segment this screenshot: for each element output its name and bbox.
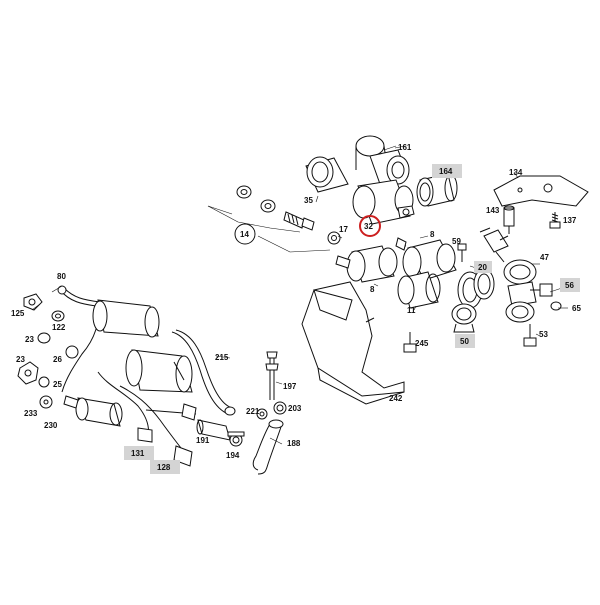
part-label-56[interactable]: 56 — [565, 281, 574, 290]
part-221-drawing — [256, 408, 268, 420]
part-134-drawing — [493, 171, 589, 207]
part-242-drawing — [301, 281, 405, 405]
part-128-drawing — [119, 385, 197, 467]
part-label-47[interactable]: 47 — [540, 253, 549, 262]
part-137-drawing — [549, 212, 561, 229]
part-label-203[interactable]: 203 — [288, 404, 302, 413]
part-59-drawing — [457, 243, 467, 262]
part-label-215[interactable]: 215 — [215, 353, 229, 362]
part-143-drawing — [503, 205, 515, 234]
part-label-161[interactable]: 161 — [398, 143, 412, 152]
part-label-143[interactable]: 143 — [486, 206, 500, 215]
part-80-drawing — [57, 285, 101, 393]
part-label-194[interactable]: 194 — [226, 451, 240, 460]
part-65-drawing — [550, 301, 562, 311]
part-label-128[interactable]: 128 — [157, 463, 171, 472]
part-122-drawing — [51, 310, 65, 322]
part-8-upper-drawing — [395, 237, 457, 281]
part-25-drawing — [38, 376, 50, 388]
part-label-80[interactable]: 80 — [57, 272, 66, 281]
part-label-11[interactable]: 11 — [407, 306, 416, 315]
part-32-drawing — [352, 179, 415, 225]
part-203-drawing — [273, 401, 287, 415]
part-label-26[interactable]: 26 — [53, 355, 62, 364]
part-label-233[interactable]: 233 — [24, 409, 38, 418]
part-label-137[interactable]: 137 — [563, 216, 577, 225]
fuel-filter-drawing — [125, 349, 193, 393]
fuel-accumulator-drawing — [92, 299, 160, 338]
part-8-lower-drawing — [335, 245, 398, 283]
part-188-drawing — [252, 419, 284, 475]
part-label-230[interactable]: 230 — [44, 421, 58, 430]
part-233-drawing — [39, 395, 53, 409]
highlight-box-128 — [150, 460, 180, 474]
part-47-drawing — [479, 227, 537, 323]
part-label-25[interactable]: 25 — [53, 380, 62, 389]
part-164-drawing — [416, 173, 458, 207]
part-label-122[interactable]: 122 — [52, 323, 66, 332]
part-230-drawing — [63, 395, 123, 427]
highlight-box-164 — [432, 164, 462, 178]
part-26-drawing — [65, 345, 79, 359]
part-50-drawing — [451, 303, 477, 333]
part-label-17[interactable]: 17 — [339, 225, 348, 234]
part-125-drawing — [23, 293, 43, 311]
part-245-drawing — [403, 332, 417, 353]
part-label-23-upper[interactable]: 23 — [25, 335, 34, 344]
part-label-134[interactable]: 134 — [509, 168, 523, 177]
part-label-191[interactable]: 191 — [196, 436, 210, 445]
selected-part-circle — [359, 215, 381, 237]
part-20-drawing — [457, 268, 495, 309]
part-label-188[interactable]: 188 — [287, 439, 301, 448]
part-label-164[interactable]: 164 — [439, 167, 453, 176]
part-label-14[interactable]: 14 — [240, 230, 249, 239]
washer-drawings — [236, 185, 341, 245]
part-label-59[interactable]: 59 — [452, 237, 461, 246]
part-23a-drawing — [37, 332, 51, 344]
part-label-35[interactable]: 35 — [304, 196, 313, 205]
part-197-drawing — [265, 351, 279, 400]
part-label-197[interactable]: 197 — [283, 382, 297, 391]
part-callout-14-circle — [234, 223, 256, 245]
part-label-8-lower[interactable]: 8 — [370, 285, 375, 294]
part-215-drawing — [171, 329, 236, 416]
part-label-242[interactable]: 242 — [389, 394, 403, 403]
part-label-32[interactable]: 32 — [364, 222, 373, 231]
part-194-drawing — [227, 431, 245, 447]
part-label-53[interactable]: 53 — [539, 330, 548, 339]
part-label-245[interactable]: 245 — [415, 339, 429, 348]
part-11-drawing — [397, 271, 441, 309]
part-53-drawing — [523, 324, 537, 347]
part-131-drawing — [97, 371, 153, 443]
part-label-65[interactable]: 65 — [572, 304, 581, 313]
part-161-drawing — [355, 135, 410, 185]
highlight-box-50 — [455, 334, 475, 348]
highlight-box-56 — [560, 278, 580, 292]
part-label-125[interactable]: 125 — [11, 309, 25, 318]
part-label-20[interactable]: 20 — [478, 263, 487, 272]
part-23b-drawing — [17, 361, 39, 385]
part-56-drawing — [530, 283, 553, 297]
part-35-drawing — [305, 156, 349, 203]
part-14-bracket — [207, 205, 301, 233]
part-label-23-lower[interactable]: 23 — [16, 355, 25, 364]
part-label-50[interactable]: 50 — [460, 337, 469, 346]
part-label-131[interactable]: 131 — [131, 449, 145, 458]
highlight-box-131 — [124, 446, 154, 460]
highlight-box-20 — [474, 261, 492, 273]
part-label-221[interactable]: 221 — [246, 407, 260, 416]
part-label-8-upper[interactable]: 8 — [430, 230, 435, 239]
